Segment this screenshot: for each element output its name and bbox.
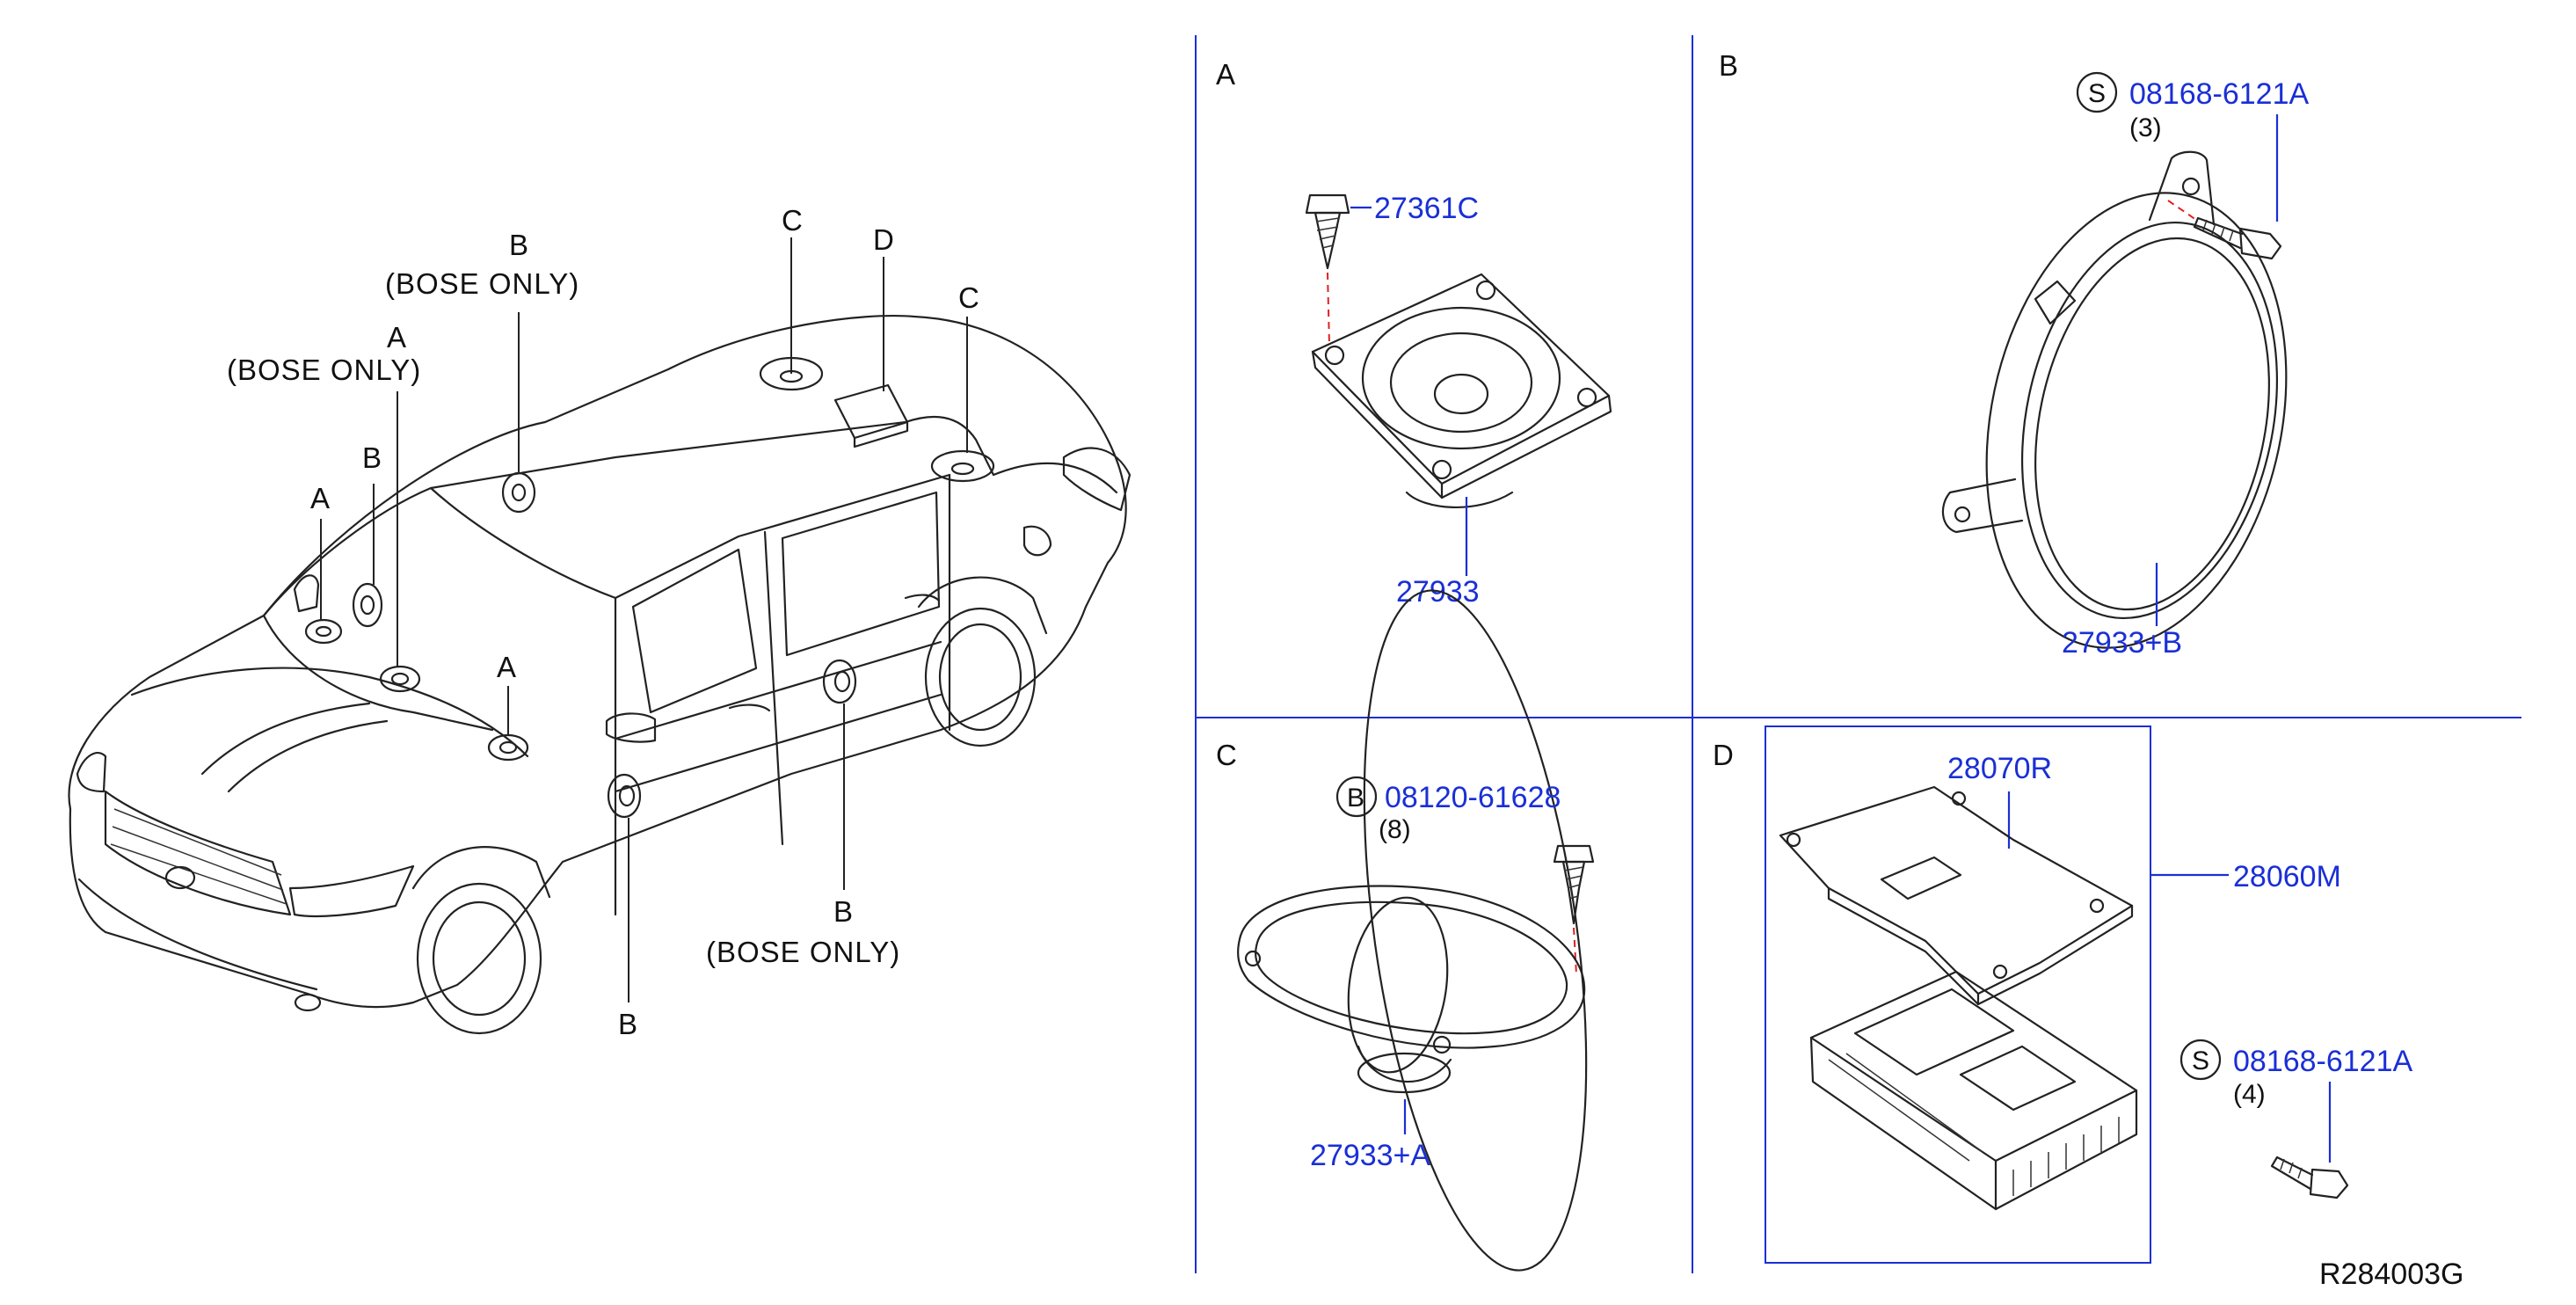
label-a-bose: A [387,321,407,354]
section-a-label: A [1216,58,1235,91]
square-speaker-icon [1311,273,1612,508]
part-28060m: 28060M [2233,860,2341,893]
amplifier-icon [1809,970,2138,1211]
label-b-door-rear: B [833,895,854,928]
section-c: C B 08120-61628 (8) 27933+A [1216,739,1595,1172]
section-d-label: D [1713,739,1734,771]
section-dividers [1195,35,2521,1273]
speaker-icon-c-right [930,449,995,483]
label-a-left: A [310,482,331,514]
label-c-right: C [958,281,980,314]
label-b-door-front: B [618,1008,638,1040]
symbol-s-d: S [2192,1046,2209,1075]
label-bose-only-1: (BOSE ONLY) [227,354,421,386]
screw-icon [1305,193,1350,270]
label-b-bose-top: B [509,229,529,261]
section-c-label: C [1216,739,1237,771]
label-d-center: D [873,223,895,256]
b-symbol-c: B [1335,776,1378,818]
s-symbol-d: S [2179,1039,2222,1081]
assembly-frame [1765,725,2151,1264]
car-labels: A B A (BOSE ONLY) B (BOSE ONLY) C D C A … [227,204,980,1040]
car-leader-lines [320,237,968,1002]
speaker-icon-b-bose-top [501,471,536,514]
part-28070r: 28070R [1947,752,2052,785]
oval-speaker-icon [1237,885,1586,1094]
label-a-dash: A [497,651,517,683]
section-d: D 28060M 28070R S [1713,725,2463,1291]
speaker-icon-b-door-rear [822,659,857,704]
speaker-icon-a-left [304,618,343,645]
part-27933-a: 27933+A [1310,1139,1430,1172]
part-08120-61628: 08120-61628 [1385,781,1561,814]
speaker-icon-b-door-front [607,773,642,819]
speaker-icon-b-left [352,582,383,628]
part-27361c: 27361C [1374,192,1479,225]
label-bose-only-3: (BOSE ONLY) [706,936,900,968]
reference-number: R284003G [2319,1258,2463,1291]
car-illustration [68,314,1132,1035]
bracket-icon [1779,785,2134,1006]
bolt-d-icon [2270,1156,2349,1199]
s-symbol-b: S [2076,71,2118,113]
car-speaker-markers [304,356,995,819]
part-08168-6121a-d: 08168-6121A [2233,1045,2413,1078]
speaker-icon-a-bose [379,665,421,693]
symbol-s-b: S [2088,79,2106,108]
part-27933-b: 27933+B [2062,626,2182,660]
section-b: B S 08168-6121A (3) 27933+B [1719,49,2310,660]
symbol-b-c: B [1347,784,1364,813]
amplifier-icon-d [833,383,909,448]
qty-d: (4) [2233,1080,2266,1109]
screw-c-icon [1553,844,1595,925]
round-bracket-icon [1941,150,2288,649]
part-08168-6121a-b: 08168-6121A [2129,77,2310,111]
label-c-center: C [782,204,804,237]
qty-c: (8) [1379,815,1411,844]
qty-b: (3) [2129,113,2162,142]
label-bose-only-2: (BOSE ONLY) [385,267,579,300]
label-b-left: B [362,441,382,474]
section-b-label: B [1719,49,1738,82]
section-a: A 27361C 27933 [1216,58,1612,1272]
bolt-icon [2193,216,2282,260]
